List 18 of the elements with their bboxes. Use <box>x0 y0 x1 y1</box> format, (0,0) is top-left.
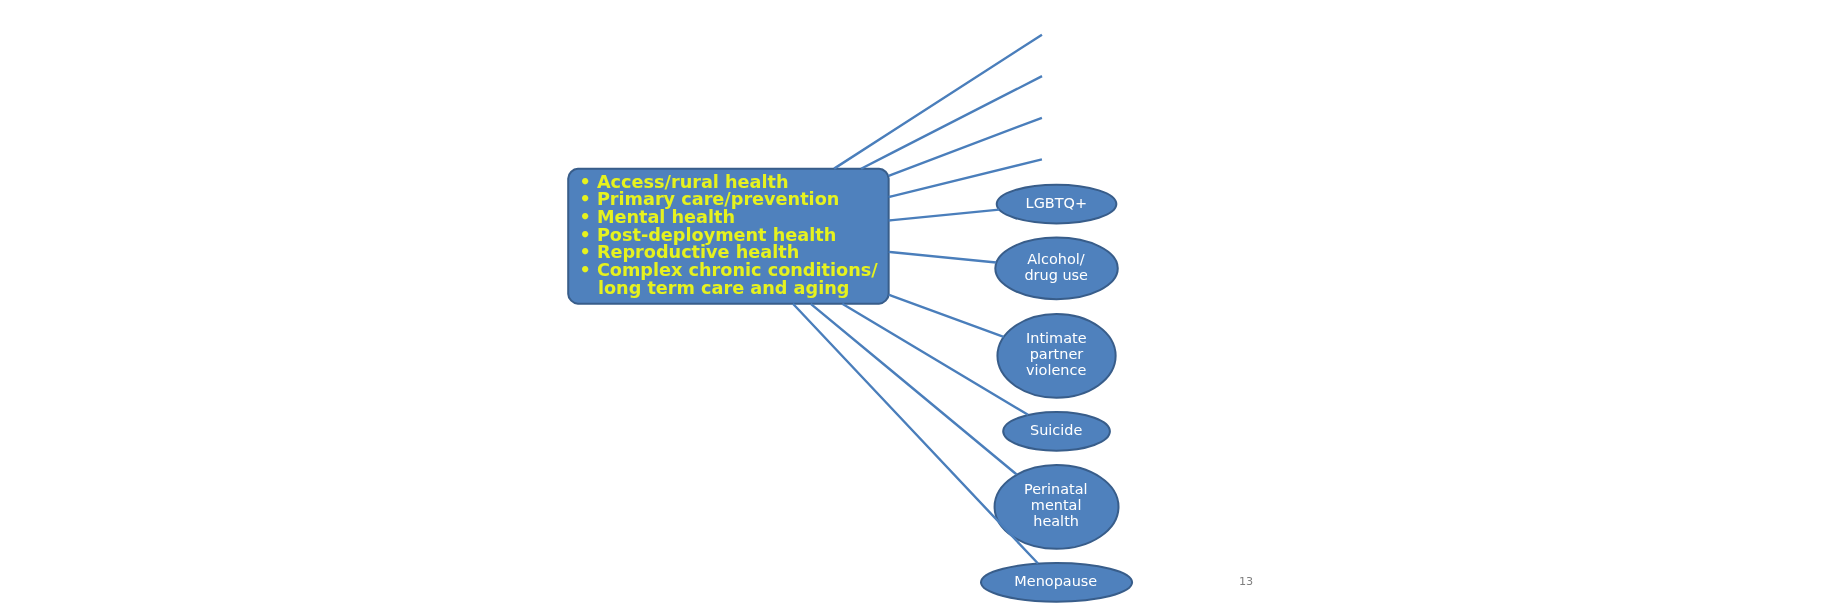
connector <box>888 208 999 222</box>
connector <box>841 302 1029 416</box>
connector <box>860 75 1043 170</box>
label: 13 <box>1238 575 1253 589</box>
node-ellipse: Suicide <box>1001 411 1111 452</box>
connector <box>809 302 1017 476</box>
node-box: • Access/rural health • Primary care/prevention • Mental health • Post-deployment health • Reproductive health • Complex chronic conditions/ long term care and aging <box>566 167 890 305</box>
connector <box>887 293 1004 338</box>
connector <box>832 33 1043 170</box>
connector <box>791 302 1039 565</box>
node-ellipse: Alcohol/ drug use <box>993 236 1119 301</box>
node-ellipse: Intimate partner violence <box>995 313 1117 399</box>
node-ellipse: Perinatal mental health <box>993 463 1119 550</box>
connector <box>887 116 1042 177</box>
node-ellipse: Menopause <box>979 562 1133 603</box>
connector <box>888 250 996 264</box>
connector <box>887 158 1042 199</box>
node-ellipse: LGBTQ+ <box>995 183 1117 225</box>
